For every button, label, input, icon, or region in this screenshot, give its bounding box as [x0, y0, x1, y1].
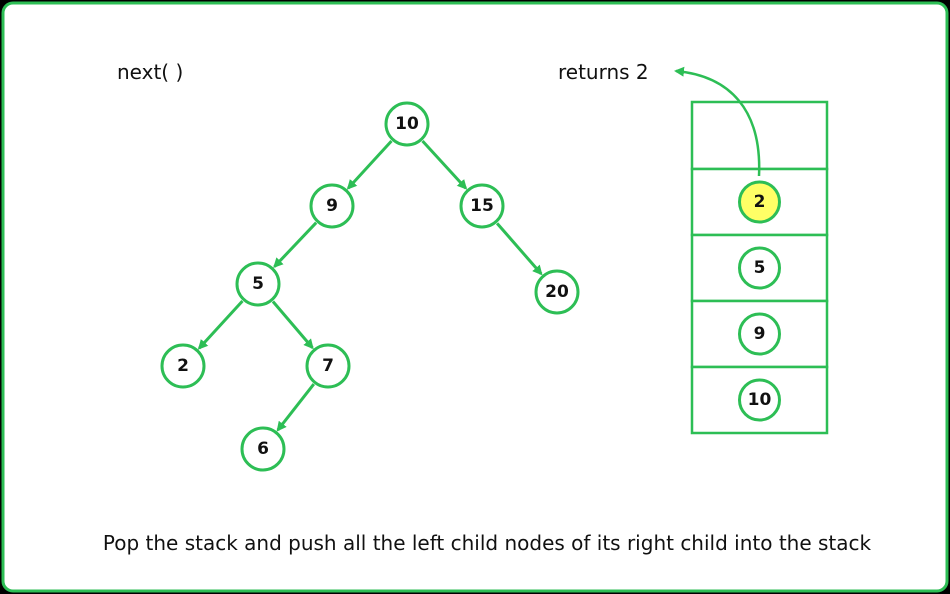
- stack-cell: 9: [690, 299, 829, 369]
- stack-cell: 5: [690, 233, 829, 303]
- tree-node-label: 15: [470, 196, 494, 216]
- tree-edges: [197, 139, 543, 432]
- operation-label: next( ): [117, 60, 183, 84]
- tree-nodes: 10 9 15 5 20 2 7 6: [160, 101, 580, 472]
- tree-node-2: 2: [160, 343, 206, 389]
- tree-node-circle: [160, 343, 206, 389]
- stack-node-label: 2: [754, 192, 766, 212]
- tree-edge-15-20: [495, 222, 543, 276]
- stack-popped-node: [738, 180, 781, 224]
- tree-node-circle: [240, 426, 286, 472]
- stack-node: [738, 312, 781, 356]
- tree-node-circle: [534, 269, 580, 315]
- tree-node-20: 20: [534, 269, 580, 315]
- tree-edge-9-5: [273, 221, 318, 269]
- tree-node-label: 7: [322, 356, 334, 376]
- tree-node-label: 20: [545, 282, 569, 302]
- tree-node-circle: [459, 183, 505, 229]
- tree-edge-5-2: [197, 299, 244, 350]
- tree-edge-5-7: [271, 300, 314, 350]
- tree-node-5: 5: [235, 261, 281, 307]
- tree-node-label: 10: [395, 114, 419, 134]
- stack-node-label: 5: [754, 258, 766, 278]
- tree-node-circle: [305, 343, 351, 389]
- return-arrow: [674, 66, 761, 177]
- tree-node-7: 7: [305, 343, 351, 389]
- stack-cell: 10: [690, 365, 829, 435]
- tree-node-10: 10: [384, 101, 430, 147]
- stack-node: [738, 378, 781, 422]
- tree-node-6: 6: [240, 426, 286, 472]
- tree-node-15: 15: [459, 183, 505, 229]
- tree-node-circle: [309, 183, 355, 229]
- stack-node-label: 9: [754, 324, 766, 344]
- tree-node-9: 9: [309, 183, 355, 229]
- tree-node-label: 5: [252, 274, 264, 294]
- stack-node-label: 10: [748, 390, 772, 410]
- stack-cell: 2: [690, 167, 829, 237]
- stack-node: [738, 246, 781, 290]
- tree-node-label: 9: [326, 196, 338, 216]
- tree-edge-7-6: [276, 383, 315, 432]
- tree-edge-10-15: [421, 139, 468, 190]
- tree-node-label: 2: [177, 356, 189, 376]
- tree-node-label: 6: [257, 439, 269, 459]
- tree-node-circle: [384, 101, 430, 147]
- tree-node-circle: [235, 261, 281, 307]
- stack: 2 5 9 10: [690, 100, 829, 435]
- caption: Pop the stack and push all the left chil…: [103, 531, 872, 555]
- tree-edge-10-9: [346, 139, 393, 190]
- return-label: returns 2: [558, 60, 649, 84]
